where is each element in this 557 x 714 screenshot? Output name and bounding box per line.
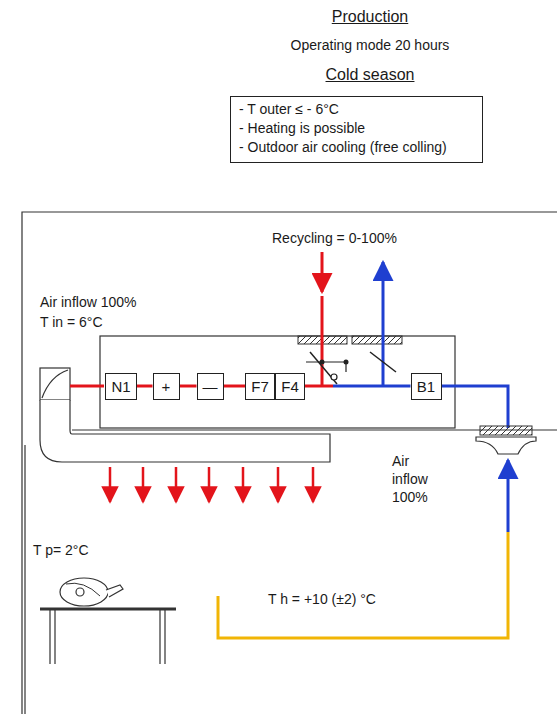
season-label: Cold season xyxy=(326,66,415,84)
fan-blade xyxy=(42,370,68,398)
return-air-line xyxy=(441,386,508,428)
return-arrow xyxy=(507,460,510,532)
air-duct-connector xyxy=(224,385,246,388)
frame-outline xyxy=(22,212,557,714)
meat-line xyxy=(66,583,100,596)
supply-arrow xyxy=(109,467,112,502)
supply-arrow xyxy=(277,467,280,502)
temperature-label: T h = +10 (±2) °C xyxy=(268,590,376,608)
node-text: - Outdoor air cooling (free colling) xyxy=(239,138,474,157)
diffuser-grille xyxy=(480,426,532,435)
recirculation-arrow xyxy=(321,252,324,292)
air-duct-connector xyxy=(137,385,153,388)
room-air-path xyxy=(218,532,508,638)
conditions-box: - T outer ≤ - 6°C- Heating is possible- … xyxy=(230,96,483,163)
air-duct-connector xyxy=(180,385,197,388)
exhaust-arrow xyxy=(382,262,385,386)
inflow-label: Air inflow 100% xyxy=(392,452,448,506)
heater-box: + xyxy=(153,373,180,400)
cooler-box: — xyxy=(197,373,224,400)
node-text: F4 xyxy=(281,378,299,395)
damper-pivot xyxy=(320,360,325,365)
damper-flange xyxy=(352,336,402,344)
diagram-title: Production xyxy=(332,8,409,26)
supply-arrows xyxy=(110,467,313,502)
damper-pivot xyxy=(331,374,337,380)
inflow-label: Air inflow 100% xyxy=(40,293,137,311)
room-wall xyxy=(24,445,25,714)
temperature-label: T in = 6°C xyxy=(40,313,103,331)
supply-arrow xyxy=(312,467,315,502)
supply-arrow xyxy=(208,467,211,502)
meat-piece xyxy=(60,578,108,606)
air-handling-unit xyxy=(100,336,455,428)
temperature-label: T p= 2°C xyxy=(33,541,89,559)
damper-pivot xyxy=(344,360,349,365)
filter-box: N1 xyxy=(105,373,137,400)
node-text: + xyxy=(162,378,171,395)
fan-box: B1 xyxy=(411,373,442,400)
node-text: F7 xyxy=(251,378,269,395)
filter-box: F7 xyxy=(245,373,275,400)
diffuser-body xyxy=(476,437,536,454)
damper-blade xyxy=(310,352,337,384)
supply-duct xyxy=(40,400,330,462)
supply-arrow xyxy=(175,467,178,502)
filter-box: F4 xyxy=(275,373,305,400)
meat-bone xyxy=(76,588,84,596)
damper-link xyxy=(306,361,346,362)
recirculation-line xyxy=(321,296,324,386)
meat-bone xyxy=(106,585,123,597)
damper-blade xyxy=(370,352,396,372)
supply-air-line xyxy=(70,385,104,388)
supply-arrow xyxy=(242,467,245,502)
table-top xyxy=(40,608,176,611)
supply-arrow xyxy=(142,467,145,502)
node-text: - T outer ≤ - 6°C xyxy=(239,100,474,119)
mode-label: Operating mode 20 hours xyxy=(291,36,450,54)
fan-symbol xyxy=(40,368,70,400)
node-text: - Heating is possible xyxy=(239,119,474,138)
node-text: B1 xyxy=(417,378,435,395)
node-text: — xyxy=(203,378,218,395)
air-duct-connector xyxy=(305,385,411,388)
node-text: N1 xyxy=(111,378,130,395)
table-legs xyxy=(50,610,165,664)
recycling-label: Recycling = 0-100% xyxy=(272,229,397,247)
